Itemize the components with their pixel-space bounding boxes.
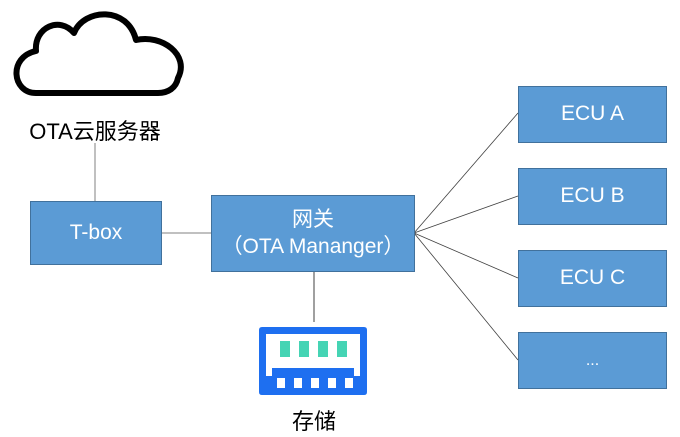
connector-gateway-ecu-more [413, 232, 519, 361]
ecu-label: ... [585, 351, 600, 369]
ecu-more-node[interactable]: ... [518, 332, 667, 389]
ecu-label: ECU B [560, 184, 625, 208]
ecu-label: ECU A [560, 102, 625, 126]
gateway-node[interactable]: 网关 （OTA Mananger） [211, 195, 415, 272]
gateway-title: 网关 [292, 208, 334, 232]
storage-label: 存储 [291, 409, 336, 434]
connector-gateway-ecu-a [413, 112, 519, 234]
cloud-icon [13, 11, 184, 96]
ecu-label: ECU C [559, 266, 626, 290]
ecu-a-node[interactable]: ECU A [518, 86, 667, 143]
ecu-c-node[interactable]: ECU C [518, 250, 667, 307]
cloud-server-label: OTA云服务器 [29, 119, 161, 144]
memory-chip-icon [259, 327, 367, 395]
connector-gateway-ecu-b [413, 195, 519, 234]
tbox-node[interactable]: T-box [30, 201, 162, 265]
tbox-label: T-box [69, 220, 123, 244]
connector-gateway-ecu-c [413, 232, 519, 279]
ecu-b-node[interactable]: ECU B [518, 168, 667, 225]
gateway-subtitle: （OTA Mananger） [221, 234, 405, 258]
